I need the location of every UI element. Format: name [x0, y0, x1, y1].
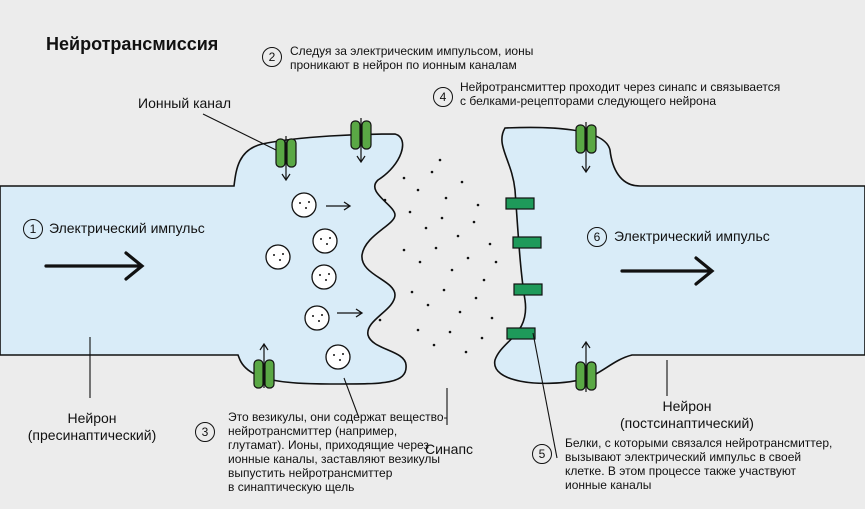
- vesicle-arrows: [326, 201, 364, 318]
- impulse-right-label: Электрический импульс: [614, 228, 770, 244]
- step-2-number: 2: [262, 47, 282, 67]
- vesicles: [265, 192, 351, 370]
- step-4-text: Нейротрансмиттер проходит через синапс и…: [460, 80, 781, 108]
- step-4-number: 4: [433, 87, 453, 107]
- impulse-left-label: Электрический импульс: [49, 220, 205, 236]
- postsynaptic-neuron-label: Нейрон (постсинаптический): [620, 398, 754, 431]
- ion-channels: [253, 120, 597, 391]
- step-3-text: Это везикулы, они содержат вещество- ней…: [228, 410, 448, 494]
- ion-channel-label: Ионный канал: [138, 95, 231, 111]
- step-2-text: Следуя за электрическим импульсом, ионы …: [290, 44, 534, 72]
- vesicle-dots: [273, 201, 344, 361]
- postsynaptic-neuron: [494, 126, 865, 385]
- presynaptic-neuron-label: Нейрон (пресинаптический): [27, 410, 157, 443]
- impulse-arrows: [44, 251, 715, 286]
- channel-arrows: [259, 118, 591, 392]
- synapse-label: Синапс: [425, 441, 474, 457]
- step-6-number: 6: [587, 227, 607, 247]
- pointer-lines: [89, 113, 668, 459]
- step-5-text: Белки, с которыми связался нейротрансмит…: [565, 436, 833, 492]
- presynaptic-neuron: [0, 133, 407, 385]
- step-5-number: 5: [532, 444, 552, 464]
- receptors: [505, 197, 543, 340]
- page-title: Нейротрансмиссия: [46, 34, 219, 54]
- neurotransmitter-dots: [378, 158, 498, 354]
- step-3-number: 3: [195, 422, 215, 442]
- step-1-number: 1: [23, 219, 43, 239]
